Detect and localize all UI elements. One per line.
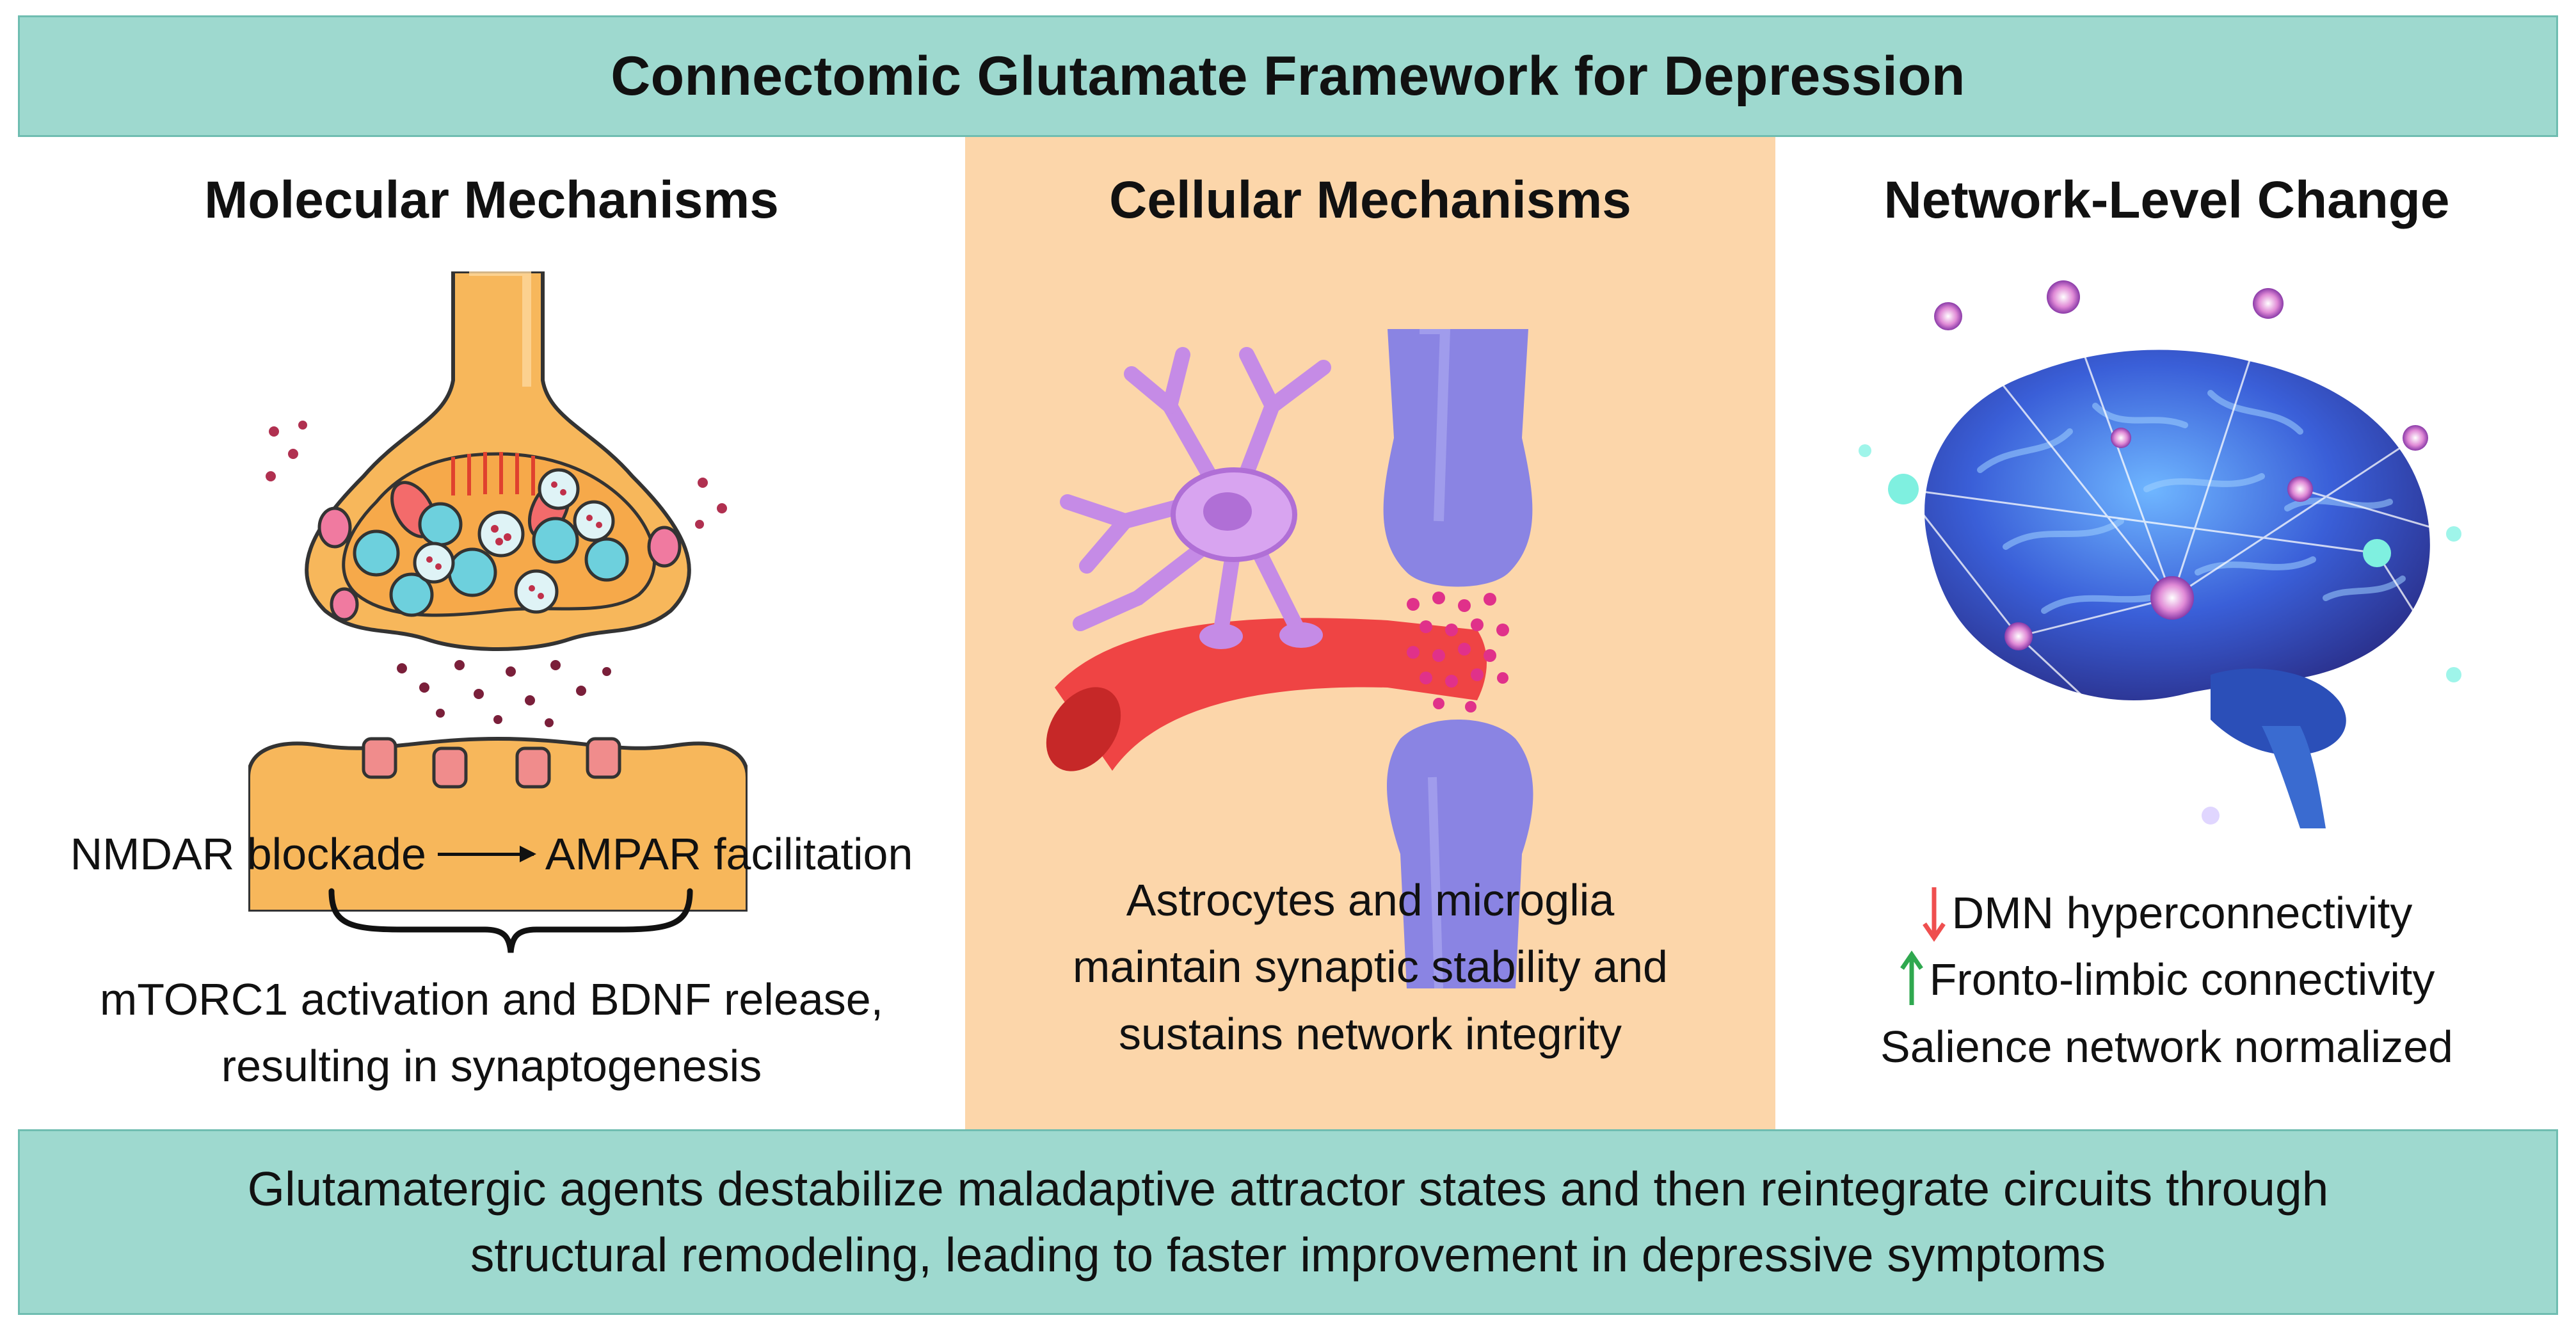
title-banner: Connectomic Glutamate Framework for Depr… — [18, 15, 2558, 137]
summary-line2: structural remodeling, leading to faster… — [470, 1228, 2106, 1282]
fronto-limbic-item: Fronto-limbic connectivity — [1775, 946, 2558, 1013]
dmn-text: DMN hyperconnectivity — [1951, 888, 2413, 938]
page-title: Connectomic Glutamate Framework for Depr… — [611, 45, 1965, 107]
network-title: Network-Level Change — [1884, 171, 2450, 229]
salience-text: Salience network normalized — [1880, 1021, 2453, 1072]
salience-item: Salience network normalized — [1775, 1013, 2558, 1080]
cellular-caption: Astrocytes and microglia maintain synapt… — [965, 867, 1775, 1067]
cellular-line2: maintain synaptic stability and — [1073, 942, 1668, 992]
up-arrow-icon — [1900, 951, 1923, 1006]
molecular-caption: mTORC1 activation and BDNF release, resu… — [18, 966, 965, 1100]
cellular-line3: sustains network integrity — [1119, 1008, 1622, 1059]
down-arrow-icon — [1922, 887, 1946, 942]
summary-banner: Glutamatergic agents destabilize maladap… — [18, 1129, 2558, 1315]
nmdar-label: NMDAR blockade — [70, 829, 426, 879]
molecular-result-line1: mTORC1 activation and BDNF release, — [99, 974, 884, 1024]
dmn-item: DMN hyperconnectivity — [1775, 880, 2558, 946]
summary-line1: Glutamatergic agents destabilize maladap… — [247, 1161, 2329, 1216]
cellular-line1: Astrocytes and microglia — [1126, 875, 1615, 925]
summary-text: Glutamatergic agents destabilize maladap… — [209, 1156, 2367, 1289]
glia-synapse-illustration — [1046, 329, 1533, 988]
cellular-title: Cellular Mechanisms — [1109, 171, 1631, 229]
network-changes-list: DMN hyperconnectivity Fronto-limbic conn… — [1775, 880, 2558, 1080]
curly-brace-icon — [328, 888, 693, 953]
molecular-result-line2: resulting in synaptogenesis — [221, 1041, 762, 1091]
molecular-title: Molecular Mechanisms — [204, 171, 779, 229]
right-arrow-icon — [437, 845, 536, 862]
brain-network-illustration — [1859, 280, 2461, 828]
receptor-pathway: NMDAR blockade AMPAR facilitation — [18, 828, 965, 880]
fronto-limbic-text: Fronto-limbic connectivity — [1929, 954, 2435, 1005]
network-panel: Network-Level Change — [1775, 137, 2558, 1129]
cellular-panel: Cellular Mechanisms — [965, 137, 1775, 1129]
ampar-label: AMPAR facilitation — [545, 829, 913, 879]
synapse-illustration — [248, 271, 748, 912]
molecular-panel: Molecular Mechanisms — [18, 137, 965, 1129]
